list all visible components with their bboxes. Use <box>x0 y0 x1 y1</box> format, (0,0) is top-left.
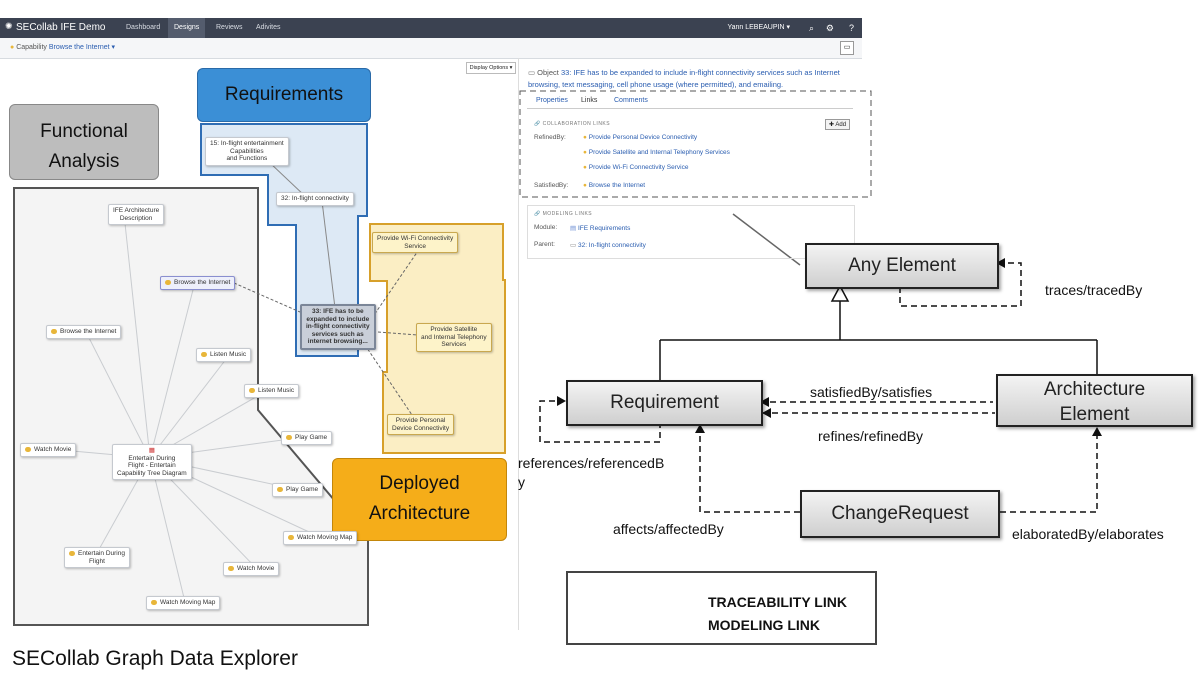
nav-designs[interactable]: Designs <box>168 18 206 38</box>
functional-region <box>13 187 369 626</box>
breadcrumb-capability-link[interactable]: Browse the Internet ▾ <box>48 44 116 51</box>
parent-link[interactable]: ▭ 32: In-flight connectivity <box>570 242 646 249</box>
legend-traceability: TRACEABILITY LINK <box>708 594 847 610</box>
tab-properties[interactable]: Properties <box>536 97 568 104</box>
collaboration-links-title: 🔗 COLLABORATION LINKS <box>534 121 611 127</box>
nav-reviews[interactable]: Reviews <box>216 24 243 31</box>
node-browse-internet[interactable]: Browse the Internet <box>46 325 122 339</box>
requirements-region <box>200 123 368 357</box>
panel-toggle-icon[interactable]: ▭ <box>840 41 854 55</box>
gear-icon[interactable]: ⚙ <box>825 23 834 33</box>
breadcrumb-type: Capability <box>16 44 47 51</box>
refined-by-link[interactable]: ● Provide Wi-Fi Connectivity Service <box>583 164 689 171</box>
change-request-class: ChangeRequest <box>800 490 1000 538</box>
requirements-overlay: Requirements <box>197 68 371 122</box>
app-logo-icon: ✺ <box>5 21 13 31</box>
modeling-links-title: 🔗 MODELING LINKS <box>534 211 593 217</box>
satisfied-by-link[interactable]: ● Browse the Internet <box>583 182 646 189</box>
module-label: Module: <box>534 224 558 231</box>
object-id-link[interactable]: 33 <box>560 68 570 77</box>
refined-by-link[interactable]: ● Provide Satellite and Internal Telepho… <box>583 149 730 156</box>
capability-icon: ● <box>10 44 15 51</box>
nav-dashboard[interactable]: Dashboard <box>126 24 161 31</box>
refines-label: refines/refinedBy <box>818 428 924 444</box>
user-menu[interactable]: Yann LEBEAUPIN ▾ <box>727 24 790 31</box>
traces-label: traces/tracedBy <box>1045 282 1143 298</box>
graph-canvas[interactable] <box>0 58 519 630</box>
legend-modeling: MODELING LINK <box>708 617 820 633</box>
node-play-game-2[interactable]: Play Game <box>272 483 324 497</box>
node-watch-movie-2[interactable]: Watch Movie <box>223 562 280 576</box>
node-watch-moving-map-2[interactable]: Watch Moving Map <box>146 596 221 610</box>
top-navbar: ✺ SECollab IFE Demo Dashboard Designs Re… <box>0 18 862 38</box>
affects-label: affects/affectedBy <box>613 521 724 537</box>
node-listen-music-1[interactable]: Listen Music <box>196 348 252 362</box>
module-link[interactable]: ▤ IFE Requirements <box>570 225 631 232</box>
object-icon: ▭ <box>528 68 538 77</box>
elaborated-label: elaboratedBy/elaborates <box>1012 526 1164 542</box>
requirement-class: Requirement <box>566 380 763 426</box>
add-link-button[interactable]: ✚ Add <box>825 119 851 130</box>
satisfied-by-label: SatisfiedBy: <box>534 182 569 189</box>
diagram-icon: ▦ <box>148 447 155 454</box>
node-watch-movie-1[interactable]: Watch Movie <box>20 443 77 457</box>
node-play-game-1[interactable]: Play Game <box>281 431 333 445</box>
modeling-links-section <box>527 205 855 259</box>
display-options-button[interactable]: Display Options ▾ <box>466 62 516 74</box>
any-element-class: Any Element <box>805 243 999 289</box>
parent-label: Parent: <box>534 241 555 248</box>
node-listen-music-2[interactable]: Listen Music <box>244 384 300 398</box>
detail-panel <box>519 58 862 630</box>
object-description: ▭ Object 33: IFE has to be expanded to i… <box>528 68 840 89</box>
search-icon[interactable]: ⌕ <box>808 23 814 33</box>
nav-activities[interactable]: Adivites <box>256 24 281 31</box>
tab-links[interactable]: Links <box>581 97 598 104</box>
node-watch-moving-map-1[interactable]: Watch Moving Map <box>283 531 358 545</box>
legend: TRACEABILITY LINK MODELING LINK <box>566 571 877 645</box>
node-req-32[interactable]: 32: In-flight connectivity <box>276 192 354 206</box>
tab-comments[interactable]: Comments <box>614 97 648 104</box>
breadcrumb: ● Capability Browse the Internet ▾ ▭ <box>0 38 862 59</box>
detail-links-frame <box>519 90 872 198</box>
help-icon[interactable]: ? <box>848 23 854 33</box>
figure-caption: SECollab Graph Data Explorer <box>12 647 298 670</box>
refined-by-link[interactable]: ● Provide Personal Device Connectivity <box>583 134 698 141</box>
node-browse-internet-selected[interactable]: Browse the Internet <box>160 276 236 290</box>
app-title[interactable]: SECollab IFE Demo <box>16 22 106 33</box>
satisfied-by-relation-label: satisfiedBy/satisfies <box>810 384 933 400</box>
refined-by-label: RefinedBy: <box>534 134 566 141</box>
